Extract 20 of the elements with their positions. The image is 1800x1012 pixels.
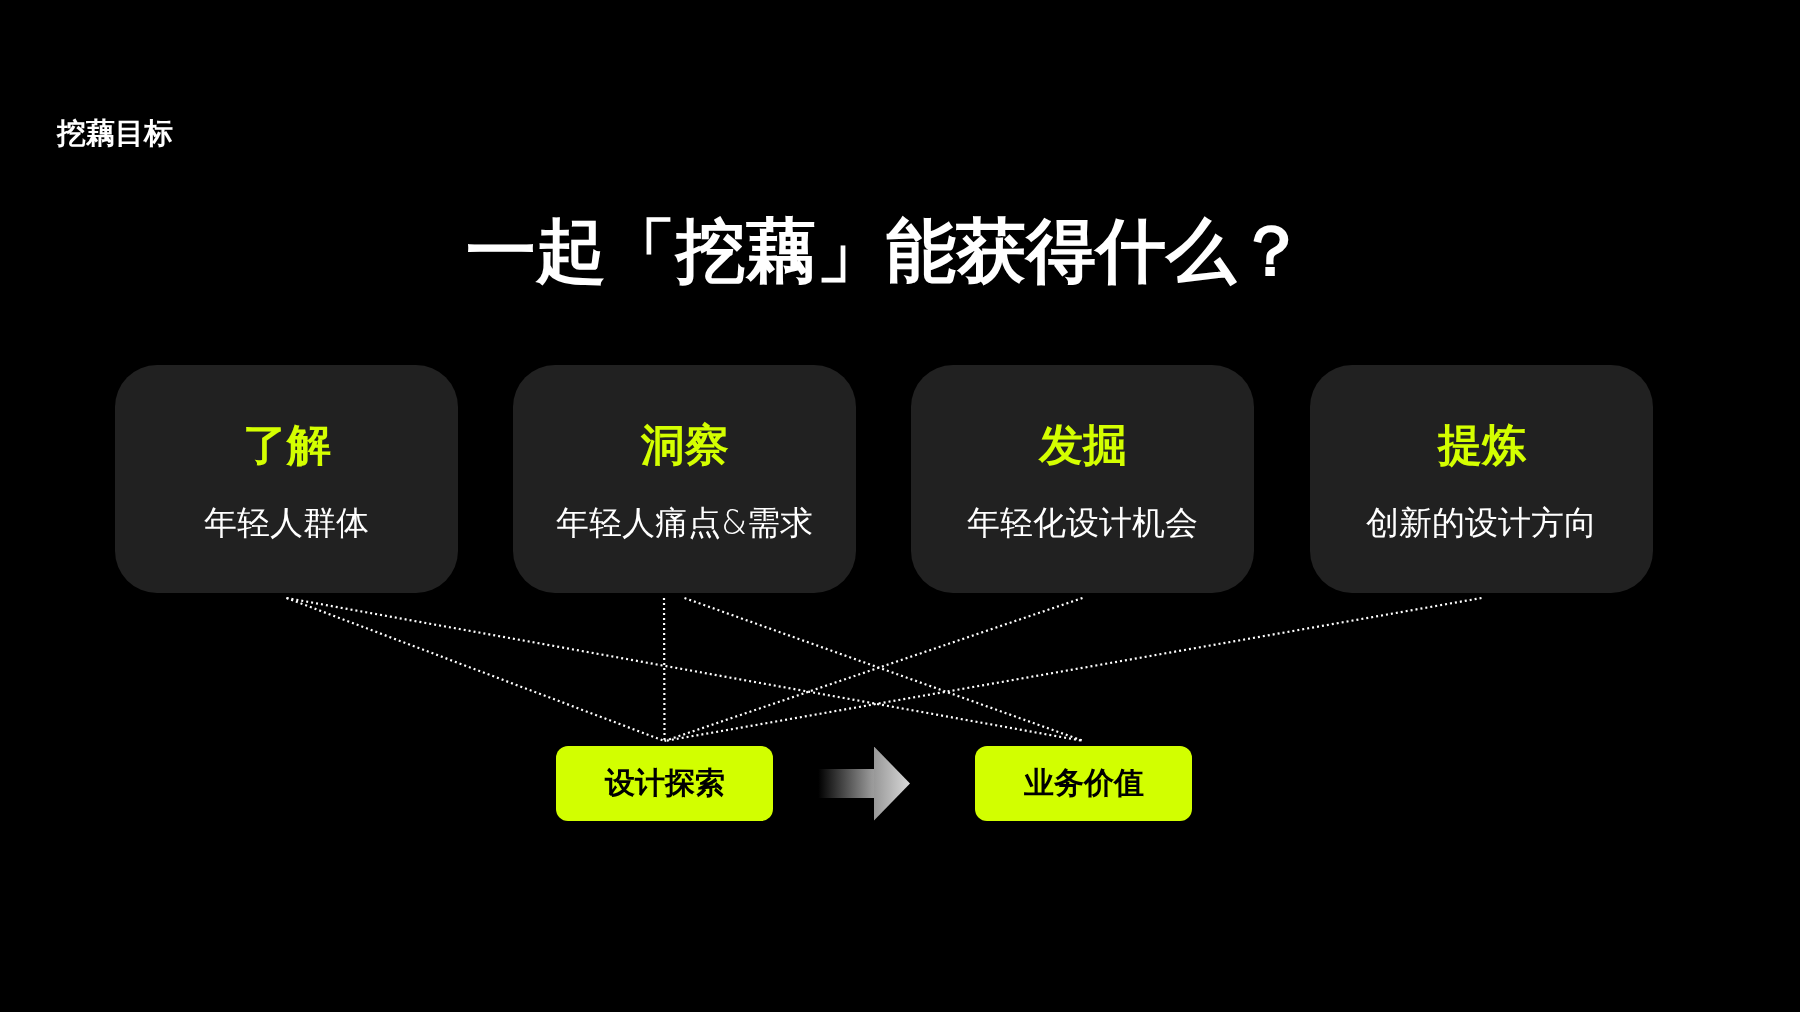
card-heading: 发掘 (1038, 420, 1127, 470)
card-heading: 提炼 (1437, 420, 1526, 470)
highlight-box: 业务价值 (975, 746, 1192, 821)
section-label: 挖藕目标 (57, 116, 173, 150)
dotted-line (286, 596, 665, 743)
card-heading: 了解 (242, 420, 331, 470)
card-heading: 洞察 (640, 420, 729, 470)
highlight-box: 设计探索 (556, 746, 773, 821)
title: 一起「挖藕」能获得什么？ (466, 212, 1306, 290)
dotted-line (664, 596, 1482, 743)
card-text: 创新的设计方向 (1366, 504, 1597, 542)
card-text: 年轻化设计机会 (967, 504, 1198, 542)
card-text: 年轻人痛点&需求 (556, 504, 813, 542)
dotted-line (662, 598, 666, 741)
rounded-card (513, 365, 856, 593)
rounded-card (115, 365, 458, 593)
card-text: 年轻人群体 (204, 504, 369, 542)
rounded-card (1310, 365, 1653, 593)
rounded-card (911, 365, 1254, 593)
dotted-line (286, 596, 1084, 743)
